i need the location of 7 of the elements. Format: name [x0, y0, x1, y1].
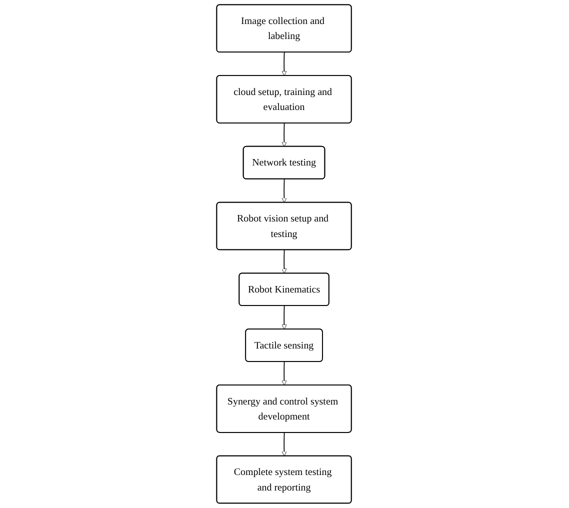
arrow — [282, 52, 288, 76]
arrow — [282, 432, 288, 456]
arrow — [282, 122, 288, 147]
arrow — [282, 361, 288, 386]
arrow — [282, 250, 288, 274]
arrow — [282, 306, 288, 330]
arrow — [282, 178, 288, 203]
